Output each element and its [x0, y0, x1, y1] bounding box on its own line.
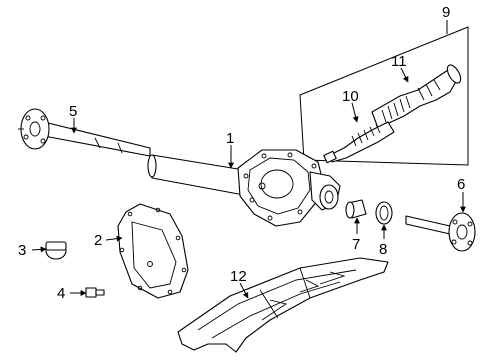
cover-bolt-part-4 — [85, 287, 105, 298]
callout-7: 7 — [352, 236, 360, 253]
callout-6: 6 — [457, 176, 465, 193]
callout-9: 9 — [442, 4, 450, 21]
callout-1: 1 — [226, 130, 234, 147]
callout-11: 11 — [391, 53, 407, 70]
callout-12: 12 — [230, 268, 247, 285]
left-axle-shaft-part-5 — [18, 108, 151, 157]
axle-housing-part-1 — [147, 149, 341, 227]
callout-8: 8 — [379, 241, 387, 258]
callout-5: 5 — [69, 103, 77, 120]
cv-boot-shaft-part-10 — [323, 121, 395, 164]
differential-cover-part-2 — [117, 203, 189, 299]
callout-2: 2 — [94, 232, 102, 249]
cv-shaft-assembly-part-11 — [371, 64, 462, 129]
wheel-bearing-part-7 — [345, 199, 367, 219]
right-axle-shaft-part-6 — [405, 212, 476, 252]
halfshaft-inset-box — [299, 20, 469, 166]
skid-plate-part-12 — [177, 257, 389, 353]
callout-3: 3 — [18, 242, 26, 259]
axle-seal-part-8 — [375, 201, 393, 225]
leader-lines — [31, 67, 466, 299]
fill-plug-part-3 — [45, 241, 67, 260]
callout-labels: 1 2 3 4 5 6 7 8 9 10 11 12 — [18, 4, 465, 302]
callout-4: 4 — [57, 285, 65, 302]
callout-10: 10 — [342, 88, 359, 105]
